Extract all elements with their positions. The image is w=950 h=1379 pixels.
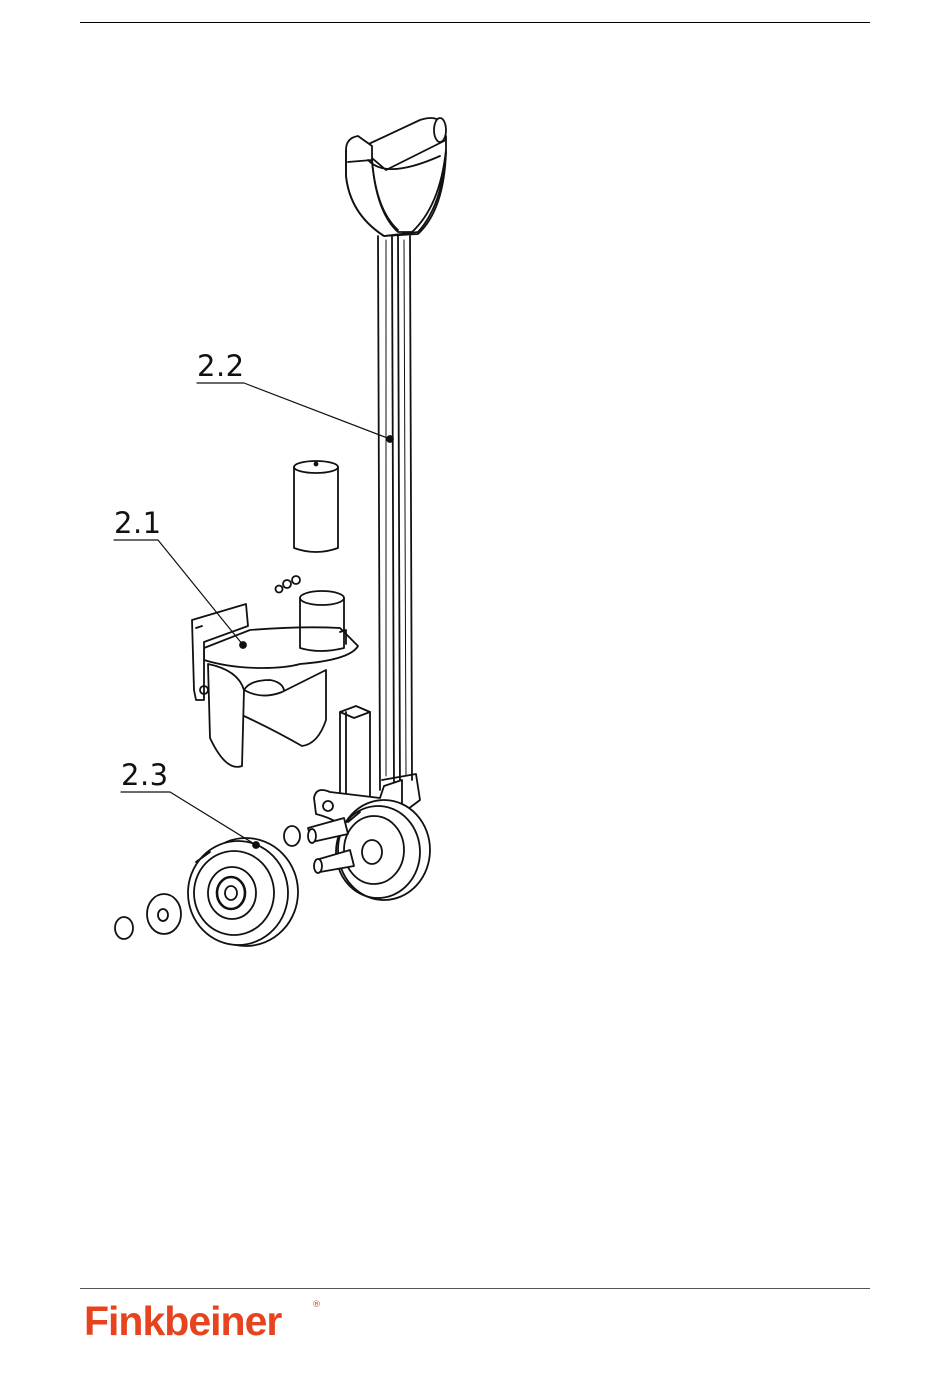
handle-assembly	[346, 118, 446, 792]
callout-label-2-2: 2.2	[197, 349, 245, 383]
registered-mark: ®	[312, 1300, 321, 1310]
finkbeiner-logo: Finkbeiner	[84, 1297, 281, 1345]
bracket-assembly	[192, 591, 358, 767]
footer-rule	[80, 1288, 870, 1289]
loose-wheel	[115, 838, 298, 946]
exploded-assembly-drawing	[0, 0, 950, 1000]
small-nuts	[276, 576, 301, 593]
mounted-wheel	[284, 800, 430, 900]
callout-label-2-1: 2.1	[114, 506, 162, 540]
callout-label-2-3: 2.3	[121, 758, 169, 792]
upper-sleeve	[294, 461, 338, 552]
